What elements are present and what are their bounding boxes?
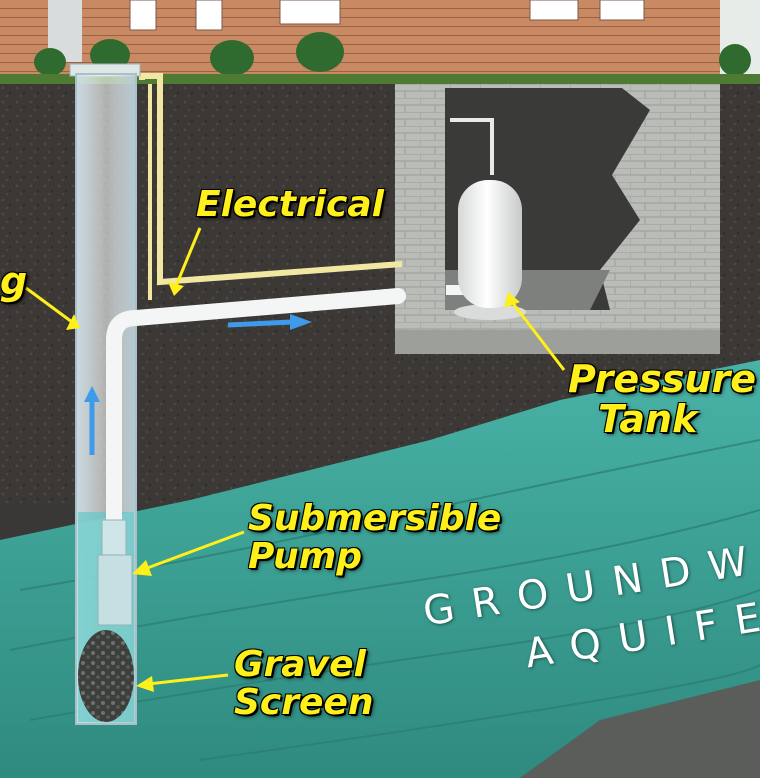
house-window: [129, 0, 157, 31]
house-window: [279, 0, 341, 25]
pump-motor-top: [101, 519, 127, 561]
shrubs: [34, 32, 751, 76]
gravel-screen-label-line1: Gravel: [234, 644, 366, 685]
pressure-tank-pointer: [510, 301, 566, 371]
submersible-pump: [97, 554, 133, 626]
gravel-screen-label: Gravel Screen: [234, 646, 373, 722]
house-window: [195, 0, 223, 31]
flow-arrow-right: [227, 314, 312, 330]
tank-base: [454, 304, 526, 320]
electrical-line: [139, 73, 403, 286]
basement-slab: [395, 330, 720, 354]
electrical-label: Electrical: [196, 184, 384, 225]
house-window: [599, 0, 645, 21]
discharge-pipe: [106, 288, 406, 528]
label-pointers: [25, 227, 566, 692]
casing-label: g: [0, 259, 28, 303]
pump-pointer: [141, 530, 245, 572]
tank-outlet-pipe: [450, 118, 494, 175]
flow-arrow-up: [84, 386, 100, 455]
casing-pointer: [25, 286, 73, 324]
pressure-tank-label-line1: Pressure: [568, 357, 756, 401]
gravel-screen: [78, 630, 134, 722]
pressure-tank: [458, 180, 522, 308]
grass-strip: [0, 74, 760, 84]
gravel-pointer: [147, 673, 229, 686]
pressure-tank-label: Pressure Tank: [568, 357, 756, 441]
submersible-pump-label-line1: Submersible: [248, 498, 502, 539]
electrical-pointer: [174, 227, 202, 287]
groundwater-aquifer: [0, 360, 760, 778]
house-window: [529, 0, 579, 21]
gravel-screen-label-line2: Screen: [234, 681, 374, 723]
bedrock: [520, 680, 760, 778]
submersible-pump-label: Submersible Pump: [248, 500, 501, 576]
submersible-pump-label-line2: Pump: [248, 535, 363, 577]
pressure-tank-label-line2: Tank: [598, 396, 698, 441]
